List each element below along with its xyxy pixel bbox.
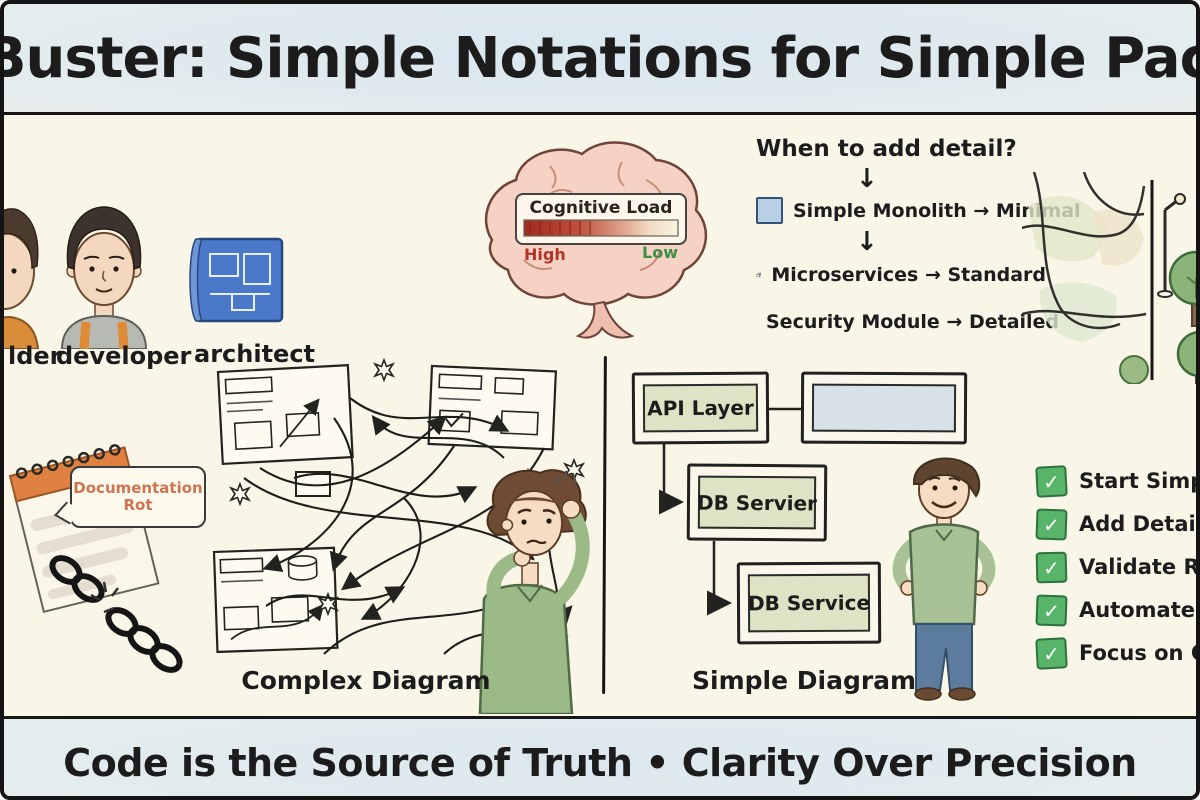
brain-stem (575, 300, 635, 339)
hair (912, 457, 981, 498)
simple-diagram-label: Simple Diagram (692, 666, 917, 695)
scratch-marks (553, 470, 577, 486)
load-bar (523, 219, 679, 237)
wta-label-monolith: Simple Monolith → Minimal (793, 199, 1081, 222)
monolith-square-icon (756, 197, 783, 224)
shirt (908, 523, 980, 626)
break-sparks (90, 581, 119, 614)
low-label: Low (642, 243, 678, 262)
bush-icon (1119, 355, 1149, 384)
microservices-cube-icon (756, 272, 762, 278)
builder-label: lder (8, 342, 62, 370)
tree-icon (1168, 250, 1196, 327)
documentation-rot-bubble: Documentation Rot (70, 466, 206, 528)
brain-illustration: Cognitive Load High Low (484, 141, 708, 339)
poster-title: Myth-Buster: Simple Notations for Simple… (4, 25, 1196, 91)
developer-figure (60, 206, 148, 349)
checklist-item: ✓ Start Simple (1035, 464, 1196, 498)
complex-diagram-label: Complex Diagram (241, 666, 491, 695)
wta-label-microservices: Microservices → Standard (771, 264, 1046, 286)
checklist-item: ✓ Focus on Cla (1035, 636, 1196, 670)
bottom-banner: Code is the Source of Truth • Clarity Ov… (4, 716, 1196, 796)
confused-person-illustration (478, 469, 590, 714)
check-icon: ✓ (1035, 593, 1068, 627)
check-icon: ✓ (1035, 551, 1068, 583)
characters-illustration (4, 206, 284, 349)
street-lamp-icon (1157, 193, 1186, 298)
check-icon: ✓ (1035, 464, 1068, 498)
architect-label: architect (194, 340, 316, 368)
wta-label-security: Security Module → Detailed (766, 311, 1060, 333)
wta-title: When to add detail? (756, 136, 1017, 162)
blueprint-icon (189, 237, 284, 323)
doc-rot-line2: Rot (123, 496, 153, 514)
wta-row-security: Security Module → Detailed (756, 307, 1059, 337)
high-label: High (524, 245, 566, 264)
smile (931, 501, 957, 509)
happy-person-illustration (892, 457, 996, 701)
top-banner: Myth-Buster: Simple Notations for Simple… (4, 4, 1196, 115)
builder-figure-partial (4, 208, 40, 349)
developer-label: developer (56, 342, 192, 370)
checklist-item: ✓ Automate (1035, 593, 1196, 627)
checklist-item: ✓ Validate Reg (1035, 551, 1196, 583)
down-arrow-icon: ↓ (856, 227, 878, 257)
simple-diagram-connectors (659, 407, 801, 616)
broken-chain-icon (49, 555, 183, 673)
tree-icon (1176, 331, 1196, 384)
check-icon: ✓ (1035, 636, 1068, 670)
map-roads (1022, 172, 1147, 330)
down-arrow-icon: ↓ (856, 164, 878, 194)
pants (915, 623, 973, 691)
poster-tagline: Code is the Source of Truth • Clarity Ov… (63, 741, 1137, 785)
cognitive-load-gauge: Cognitive Load High Low (515, 193, 687, 264)
complex-box-a (216, 364, 354, 466)
best-practices-checklist: ✓ Start Simple ✓ Add Detail G ✓ Validate… (1035, 464, 1196, 670)
complex-box-b (427, 364, 558, 451)
cognitive-load-title: Cognitive Load (530, 198, 673, 218)
checklist-item: ✓ Add Detail G (1035, 507, 1196, 541)
when-to-add-detail-panel: When to add detail? ↓ Simple Monolith → … (756, 136, 1081, 340)
doc-rot-line1: Documentation (73, 478, 203, 497)
check-icon: ✓ (1035, 507, 1068, 541)
wta-row-monolith: Simple Monolith → Minimal (756, 197, 1081, 224)
map-sketch (1022, 172, 1196, 384)
wta-row-microservices: Microservices → Standard (756, 260, 1046, 290)
